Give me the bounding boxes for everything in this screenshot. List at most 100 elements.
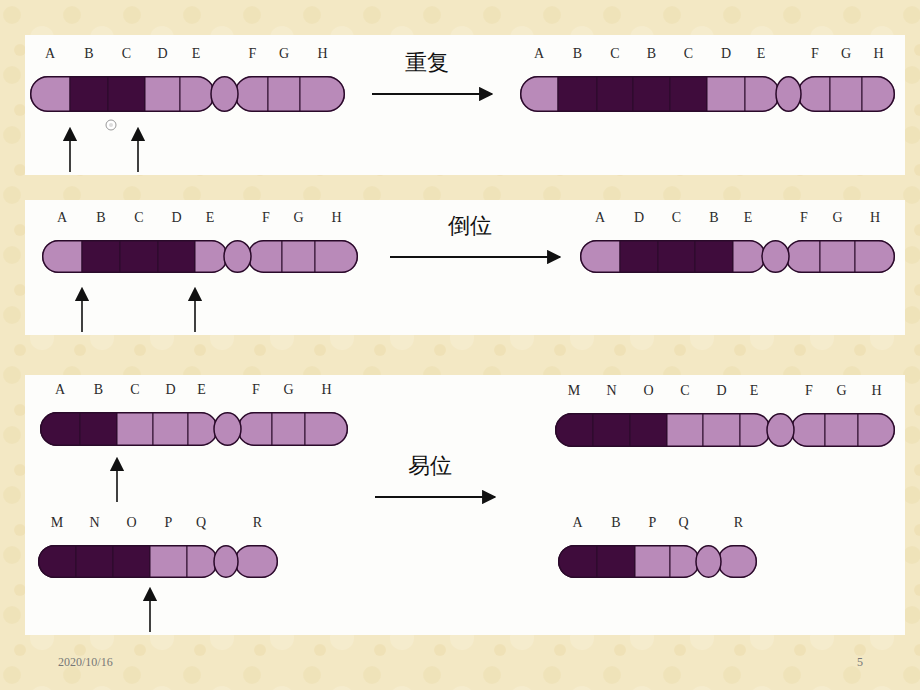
chromosome-segment	[272, 412, 305, 446]
chromosome-segment	[800, 76, 830, 112]
chromosome-segment	[620, 240, 658, 273]
centromere	[696, 546, 721, 578]
chromosome-band	[42, 240, 358, 273]
arm-outline	[39, 546, 218, 578]
chromosome-segment	[80, 412, 117, 446]
gene-letter: P	[649, 515, 657, 531]
gene-letter: R	[734, 515, 743, 531]
chromosome: MNOCDEFGH	[555, 383, 895, 447]
gene-letter: B	[709, 210, 718, 226]
panel	[25, 375, 905, 635]
centromere	[214, 413, 241, 446]
gene-letter: B	[611, 515, 620, 531]
arm-outline	[559, 546, 700, 578]
gene-letter: N	[606, 383, 616, 399]
chromosome-segment	[240, 412, 272, 446]
chromosome-band	[555, 413, 895, 447]
gene-letter: D	[716, 383, 726, 399]
gene-letter: F	[800, 210, 808, 226]
gene-letter: C	[122, 46, 131, 62]
centromere	[211, 77, 238, 112]
arm-outline	[786, 241, 894, 273]
arm-outline	[238, 413, 347, 446]
chromosome-segment	[180, 76, 212, 112]
gene-letter: C	[134, 210, 143, 226]
gene-letter: O	[643, 383, 653, 399]
chromosome-band	[520, 76, 895, 112]
gene-letter: E	[197, 382, 206, 398]
chromosome-segment	[633, 76, 670, 112]
mutation-type: 易位	[408, 453, 452, 479]
arm-outline	[248, 241, 357, 273]
gene-letter: H	[331, 210, 341, 226]
gene-letter: H	[321, 382, 331, 398]
gene-letter: G	[841, 46, 851, 62]
gene-letter: Q	[678, 515, 688, 531]
arm-outline	[581, 241, 766, 273]
gene-letter: F	[811, 46, 819, 62]
chromosome-segment	[237, 76, 268, 112]
chromosome-segment	[120, 240, 158, 273]
chromosome-segment	[820, 240, 855, 273]
gene-letter: F	[805, 383, 813, 399]
page-number: 5	[857, 655, 863, 669]
chromosome-segment	[82, 240, 120, 273]
chromosome-segment	[695, 240, 733, 273]
chromosome: ABCDEFGH	[30, 46, 345, 112]
chromosome-segment	[558, 76, 597, 112]
chromosome-band	[580, 240, 895, 273]
gene-letter: A	[572, 515, 582, 531]
arm-outline	[521, 77, 780, 112]
gene-letter: M	[51, 515, 63, 531]
gene-letter: E	[744, 210, 753, 226]
gene-letter: D	[157, 46, 167, 62]
centromere	[767, 414, 794, 447]
centromere	[214, 546, 238, 578]
arm-outline	[798, 77, 894, 112]
gene-letter: C	[610, 46, 619, 62]
gene-letter: B	[647, 46, 656, 62]
gene-letter: G	[279, 46, 289, 62]
chromosome-band	[40, 412, 348, 446]
arm-outline	[718, 546, 756, 578]
chromosome-segment	[117, 412, 153, 446]
chromosome-band	[38, 545, 278, 578]
chromosome-band	[558, 545, 757, 578]
gene-letter: D	[165, 382, 175, 398]
gene-letter: R	[253, 515, 262, 531]
gene-letter: C	[130, 382, 139, 398]
gene-letter: A	[595, 210, 605, 226]
chromosome-segment	[250, 240, 282, 273]
gene-letter: B	[84, 46, 93, 62]
chromosome-segment	[707, 76, 745, 112]
centromere	[776, 77, 801, 112]
chromosome-segment	[282, 240, 315, 273]
gene-letter: A	[534, 46, 544, 62]
chromosome-segment	[150, 545, 187, 578]
gene-letter: D	[634, 210, 644, 226]
gene-letter: C	[680, 383, 689, 399]
gene-letter: E	[750, 383, 759, 399]
gene-letter: D	[171, 210, 181, 226]
chromosome-segment	[108, 76, 145, 112]
chromosome: ABCBCDEFGH	[520, 46, 895, 112]
chromosome-segment	[740, 413, 768, 447]
arm-outline	[41, 413, 218, 446]
arm-outline	[556, 414, 771, 447]
gene-letter: H	[317, 46, 327, 62]
chromosome-segment	[593, 413, 630, 447]
chromosome-segment	[825, 413, 858, 447]
gene-letter: B	[96, 210, 105, 226]
chromosome-segment	[670, 76, 707, 112]
chromosome-segment	[70, 76, 108, 112]
chromosome-segment	[793, 413, 825, 447]
gene-letter: D	[721, 46, 731, 62]
chromosome: ABPQR	[558, 515, 757, 578]
chromosome: ADCBEFGH	[580, 210, 895, 273]
slide-date: 2020/10/16	[58, 655, 113, 669]
chromosome-segment	[187, 545, 215, 578]
gene-letter: M	[568, 383, 580, 399]
chromosome-segment	[862, 76, 895, 112]
